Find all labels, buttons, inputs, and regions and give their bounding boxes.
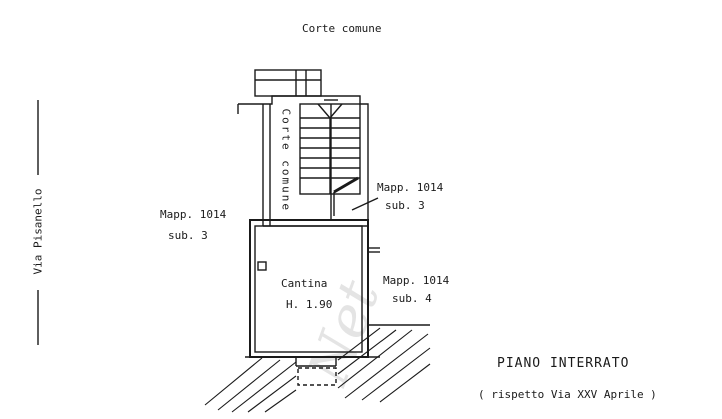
staircase <box>299 103 361 216</box>
mapp-right-bottom-line1: Mapp. 1014 <box>383 274 450 287</box>
top-court-label: Corte comune <box>302 22 382 35</box>
mapp-right-top-line1: Mapp. 1014 <box>377 181 444 194</box>
upper-walls <box>238 95 369 220</box>
mapp-right-top-line2: sub. 3 <box>385 199 425 212</box>
mapp-left-line2: sub. 3 <box>168 229 208 242</box>
ground-hatching <box>204 327 431 413</box>
cantina-room-inner <box>254 225 363 353</box>
room-name-label: Cantina <box>281 277 328 290</box>
street-label: Via Pisanello <box>31 188 45 275</box>
mapp-left-line1: Mapp. 1014 <box>160 208 227 221</box>
mapp-right-bottom-line2: sub. 4 <box>392 292 432 305</box>
floor-subtitle: ( rispetto Via XXV Aprile ) <box>478 388 657 401</box>
room-height-label: H. 1.90 <box>286 298 333 311</box>
floor-title: PIANO INTERRATO <box>497 356 630 371</box>
corridor-label: Corte comune <box>279 108 293 212</box>
upper-outline <box>254 69 322 97</box>
